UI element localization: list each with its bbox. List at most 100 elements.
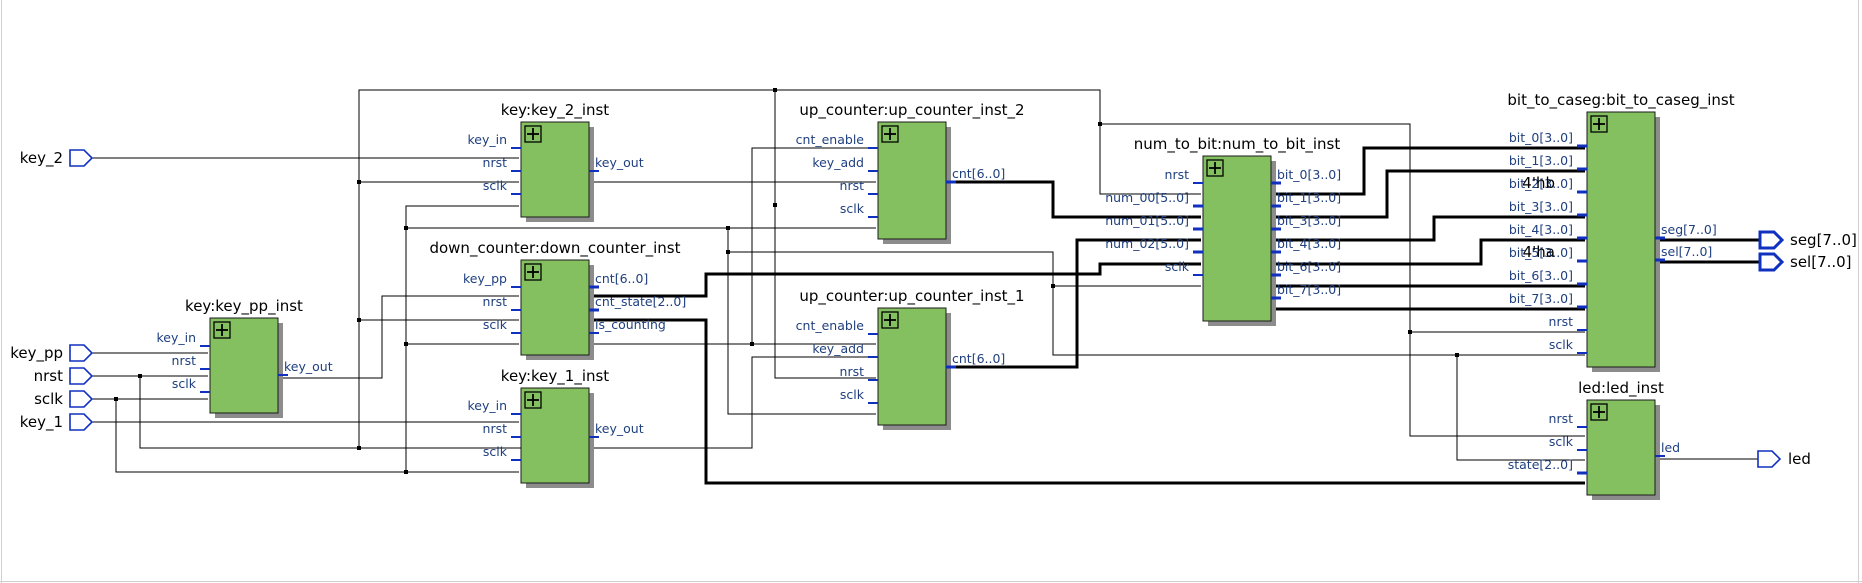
- pin-label: bit_1[3..0]: [1277, 190, 1341, 205]
- pin-label: sclk: [1549, 337, 1574, 352]
- output-port-led[interactable]: led: [1757, 450, 1811, 468]
- pin-label: nrst: [483, 421, 508, 436]
- output-port-label: sel[7..0]: [1790, 253, 1852, 271]
- junction-dot: [357, 180, 361, 184]
- block-body[interactable]: [1202, 155, 1272, 322]
- input-port-icon[interactable]: [69, 344, 94, 362]
- pin-label: num_00[5..0]: [1105, 190, 1189, 205]
- block-title: key:key_1_inst: [501, 367, 610, 386]
- block-down-counter-inst[interactable]: down_counter:down_counter_instkey_ppnrst…: [429, 239, 686, 360]
- junction-dot: [404, 226, 408, 230]
- input-port-label: key_pp: [10, 344, 63, 363]
- pin-label: sclk: [1165, 259, 1190, 274]
- block-title: num_to_bit:num_to_bit_inst: [1134, 135, 1341, 154]
- input-port-key-pp[interactable]: key_pp: [10, 344, 94, 363]
- output-port-icon[interactable]: [1758, 230, 1785, 250]
- pin-label: nrst: [483, 294, 508, 309]
- input-port-icon[interactable]: [69, 367, 94, 385]
- block-up-counter-inst-1[interactable]: up_counter:up_counter_inst_1cnt_enableke…: [796, 287, 1025, 430]
- junction-layer: [114, 88, 1459, 474]
- bus-cnt-state: [591, 318, 1585, 485]
- pin-label: num_02[5..0]: [1105, 236, 1189, 251]
- junction-dot: [750, 342, 754, 346]
- pin-label: bit_0[3..0]: [1277, 167, 1341, 182]
- plus-box-icon[interactable]: [524, 125, 542, 143]
- bus-bit-3: [1273, 215, 1585, 242]
- constant-label: 4'ha: [1523, 243, 1555, 261]
- plus-box-icon[interactable]: [881, 125, 899, 143]
- pin-label: cnt[6..0]: [595, 271, 648, 286]
- wire-sclk-num: [728, 251, 1585, 461]
- pin-label: is_counting: [595, 317, 666, 332]
- pin-label: bit_3[3..0]: [1277, 213, 1341, 228]
- output-port-seg[interactable]: seg[7..0]: [1758, 230, 1857, 250]
- pin-label: key_in: [156, 330, 196, 345]
- input-port-key-1[interactable]: key_1: [20, 413, 94, 432]
- input-port-icon[interactable]: [69, 390, 94, 408]
- wire-sclk-bottom: [115, 399, 519, 473]
- wire-nrst-up2: [774, 90, 876, 379]
- plus-box-icon[interactable]: [1206, 159, 1224, 177]
- pin-label: bit_1[3..0]: [1509, 153, 1573, 168]
- pin-label: bit_6[3..0]: [1277, 259, 1341, 274]
- pin-label: nrst: [1549, 411, 1574, 426]
- block-up-counter-inst-2[interactable]: up_counter:up_counter_inst_2cnt_enableke…: [796, 101, 1025, 244]
- bus-num-01: [591, 262, 1201, 298]
- block-bit-to-caseg-inst[interactable]: bit_to_caseg:bit_to_caseg_inst bit_0[3..0…: [1507, 91, 1735, 372]
- pin-label: key_pp: [463, 271, 507, 286]
- pin-label: nrst: [840, 364, 865, 379]
- pin-label: nrst: [483, 155, 508, 170]
- pin-label: bit_3[3..0]: [1509, 199, 1573, 214]
- output-port-icon[interactable]: [1757, 450, 1782, 468]
- junction-dot: [357, 446, 361, 450]
- block-title: up_counter:up_counter_inst_2: [799, 101, 1024, 120]
- junction-dot: [1051, 284, 1055, 288]
- plus-box-icon[interactable]: [213, 321, 231, 339]
- pin-label: led: [1661, 440, 1680, 455]
- pin-label: cnt[6..0]: [952, 351, 1005, 366]
- output-port-icon[interactable]: [1758, 252, 1785, 272]
- junction-dot: [1455, 353, 1459, 357]
- input-port-sclk[interactable]: sclk: [34, 390, 94, 408]
- junction-dot: [726, 226, 730, 230]
- plus-box-icon[interactable]: [524, 263, 542, 281]
- junction-dot: [1408, 330, 1412, 334]
- junction-dot: [773, 203, 777, 207]
- pin-label: cnt_enable: [796, 132, 865, 147]
- block-title: led:led_inst: [1578, 379, 1664, 398]
- pin-label: bit_5[3..0]: [1509, 245, 1573, 260]
- block-body[interactable]: [1586, 111, 1656, 368]
- junction-dot: [114, 397, 118, 401]
- block-num-to-bit-inst[interactable]: num_to_bit:num_to_bit_instnrstnum_00[5..…: [1105, 135, 1341, 326]
- wire-layer: [92, 89, 1758, 473]
- pin-label: bit_0[3..0]: [1509, 130, 1573, 145]
- input-port-icon[interactable]: [69, 149, 94, 167]
- pin-label: key_in: [467, 398, 507, 413]
- pin-label: key_add: [812, 341, 864, 356]
- pin-label: key_out: [595, 155, 644, 170]
- input-port-nrst[interactable]: nrst: [34, 367, 94, 385]
- pin-label: cnt_enable: [796, 318, 865, 333]
- bus-bit-0: [1273, 146, 1585, 196]
- block-title: bit_to_caseg:bit_to_caseg_inst: [1507, 91, 1734, 110]
- input-port-icon[interactable]: [69, 413, 94, 431]
- pin-label: key_out: [284, 359, 333, 374]
- plus-box-icon[interactable]: [881, 311, 899, 329]
- bus-num-00: [948, 180, 1201, 219]
- plus-box-icon[interactable]: [524, 391, 542, 409]
- input-port-label: key_2: [20, 149, 63, 168]
- input-port-key-2[interactable]: key_2: [20, 149, 94, 168]
- plus-box-icon[interactable]: [1590, 403, 1608, 421]
- junction-dot: [138, 374, 142, 378]
- plus-box-icon[interactable]: [1590, 115, 1608, 133]
- output-port-sel[interactable]: sel[7..0]: [1758, 252, 1852, 272]
- pin-label: bit_7[3..0]: [1277, 282, 1341, 297]
- output-port-label: led: [1788, 450, 1811, 468]
